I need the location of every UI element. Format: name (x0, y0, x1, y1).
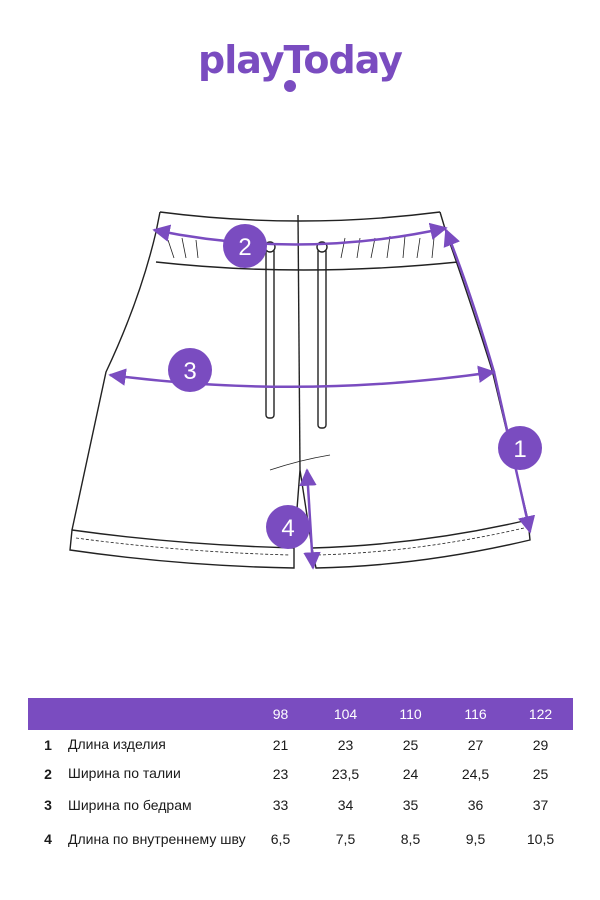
cell-value: 24,5 (461, 765, 490, 782)
cell-value: 29 (532, 736, 549, 753)
marker-4: 4 (266, 505, 310, 549)
cell-value: 7,5 (335, 831, 356, 847)
measure-line-1 (443, 228, 536, 534)
cell-value: 10,5 (526, 831, 555, 847)
size-chart-table: 98 104 110 116 122 1 Длина изделия 21 23… (28, 698, 573, 856)
cell-value: 21 (272, 736, 289, 753)
size-header-row: 98 104 110 116 122 (28, 698, 573, 730)
cell-value: 24 (402, 765, 419, 782)
marker-1: 1 (498, 426, 542, 470)
size-header: 104 (313, 698, 378, 730)
logo-dot (284, 80, 296, 92)
row-label: Длина по внутреннему шву (68, 830, 246, 847)
cell-value: 6,5 (270, 831, 291, 847)
measure-line-2 (152, 222, 448, 246)
cell-value: 23,5 (331, 765, 360, 782)
marker-2-label: 2 (238, 234, 251, 261)
cell-value: 36 (467, 797, 484, 813)
row-number: 2 (44, 765, 52, 782)
marker-4-label: 4 (281, 515, 294, 542)
cell-value: 27 (467, 736, 484, 753)
shorts-technical-drawing: 2 3 1 4 (69, 211, 542, 570)
cell-value: 37 (532, 797, 549, 813)
row-number: 3 (44, 797, 52, 813)
size-header: 122 (508, 698, 573, 730)
table-row: 4 Длина по внутреннему шву 6,5 7,5 8,5 9… (28, 822, 573, 856)
brand-logo: playToday (198, 38, 403, 82)
cell-value: 9,5 (465, 831, 486, 847)
size-header: 98 (248, 698, 313, 730)
cell-value: 33 (272, 797, 289, 813)
marker-1-label: 1 (513, 436, 526, 463)
marker-3: 3 (168, 348, 212, 392)
cell-value: 25 (532, 765, 549, 782)
row-label: Ширина по талии (68, 765, 181, 781)
measurement-lines (108, 222, 536, 570)
size-header: 110 (378, 698, 443, 730)
cell-value: 23 (337, 736, 354, 753)
row-number: 1 (44, 736, 52, 753)
row-label: Ширина по бедрам (68, 796, 192, 813)
table-row: 1 Длина изделия 21 23 25 27 29 (28, 730, 573, 759)
cell-value: 25 (402, 736, 419, 753)
row-label: Длина изделия (68, 736, 166, 752)
table-row: 2 Ширина по талии 23 23,5 24 24,5 25 (28, 759, 573, 788)
cell-value: 34 (337, 797, 354, 813)
cell-value: 8,5 (400, 831, 421, 847)
cell-value: 35 (402, 797, 419, 813)
table-row: 3 Ширина по бедрам 33 34 35 36 37 (28, 788, 573, 822)
marker-3-label: 3 (183, 358, 196, 385)
measure-line-3 (108, 365, 496, 389)
size-header: 116 (443, 698, 508, 730)
marker-2: 2 (223, 224, 267, 268)
measure-line-4 (299, 468, 321, 570)
cell-value: 23 (272, 765, 289, 782)
row-number: 4 (44, 831, 52, 847)
